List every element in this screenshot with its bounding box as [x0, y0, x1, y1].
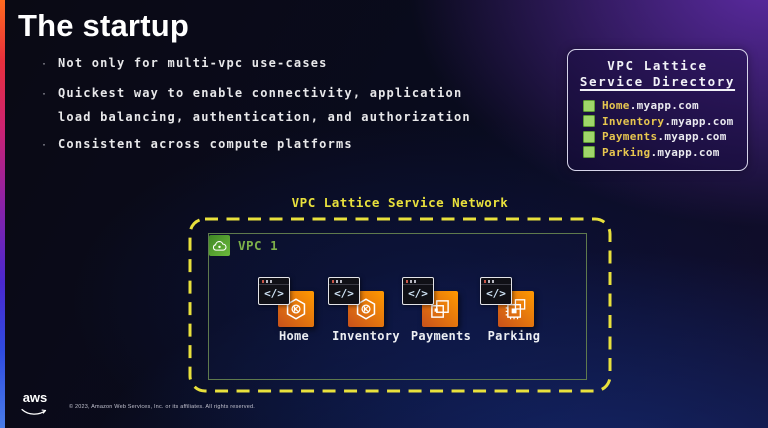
code-window-icon: </> — [328, 277, 360, 305]
aws-logo: aws — [19, 390, 51, 422]
bullet-dot: · — [42, 137, 46, 151]
window-titlebar — [329, 278, 359, 285]
service-network-label: VPC Lattice Service Network — [291, 195, 509, 210]
code-glyph: </> — [408, 287, 428, 300]
service-directory-card: VPC Lattice Service Directory Home.myapp… — [567, 49, 748, 171]
window-titlebar — [481, 278, 511, 285]
bullet-dot: · — [42, 86, 46, 100]
aws-logo-text: aws — [22, 390, 48, 405]
service-name: Payments — [602, 130, 658, 144]
service-domain: .myapp.com — [657, 130, 727, 144]
service-network-boundary — [188, 217, 612, 393]
vpc-tag: VPC 1 — [209, 235, 278, 256]
service-name: Home — [602, 99, 630, 113]
list-item: Inventory.myapp.com — [583, 114, 747, 130]
bullet-dot: · — [42, 56, 46, 70]
service-directory-list: Home.myapp.com Inventory.myapp.com Payme… — [583, 98, 747, 160]
service-square-icon — [583, 99, 595, 112]
vpc-cloud-icon — [209, 235, 230, 256]
list-item: Payments.myapp.com — [583, 129, 747, 145]
service-directory-title-line2: Service Directory — [579, 74, 736, 89]
page-title: The startup — [18, 8, 189, 43]
service-label: Inventory — [332, 329, 400, 343]
service-directory-title-line1: VPC Lattice — [607, 58, 708, 73]
bullet-item: · Quickest way to enable connectivity, a… — [42, 85, 471, 132]
service-name: Inventory — [602, 114, 665, 128]
code-window-icon: </> — [402, 277, 434, 305]
bullet-text: Not only for multi-vpc use-cases — [58, 56, 328, 70]
service-domain: .myapp.com — [650, 145, 720, 159]
service-square-icon — [583, 130, 595, 143]
code-glyph: </> — [334, 287, 354, 300]
service-name: Parking — [602, 145, 651, 159]
copyright-text: © 2023, Amazon Web Services, Inc. or its… — [69, 404, 255, 410]
service-square-icon — [583, 115, 595, 128]
aws-smile-icon — [21, 408, 47, 415]
service-domain: .myapp.com — [629, 99, 699, 113]
code-glyph: </> — [264, 287, 284, 300]
code-window-icon: </> — [258, 277, 290, 305]
svg-text:K: K — [363, 305, 369, 314]
list-item: Parking.myapp.com — [583, 145, 747, 161]
bullet-item: · Consistent across compute platforms — [42, 136, 353, 160]
service-directory-title: VPC Lattice Service Directory — [568, 58, 747, 90]
code-window-icon: </> — [480, 277, 512, 305]
edge-gradient-stripe — [0, 0, 5, 428]
vpc-label: VPC 1 — [238, 238, 279, 253]
bullet-text: load balancing, authentication, and auth… — [58, 109, 471, 124]
bullet-text: Consistent across compute platforms — [58, 137, 353, 151]
svg-text:K: K — [293, 305, 299, 314]
service-label: Parking — [487, 329, 541, 343]
list-item: Home.myapp.com — [583, 98, 747, 114]
service-label: Home — [278, 329, 310, 343]
service-label: Payments — [410, 329, 472, 343]
service-square-icon — [583, 146, 595, 159]
window-titlebar — [403, 278, 433, 285]
dashed-border — [188, 217, 612, 393]
window-titlebar — [259, 278, 289, 285]
service-domain: .myapp.com — [664, 114, 734, 128]
code-glyph: </> — [486, 287, 506, 300]
bullet-text: Quickest way to enable connectivity, app… — [58, 86, 463, 100]
bullet-item: · Not only for multi-vpc use-cases — [42, 55, 328, 79]
